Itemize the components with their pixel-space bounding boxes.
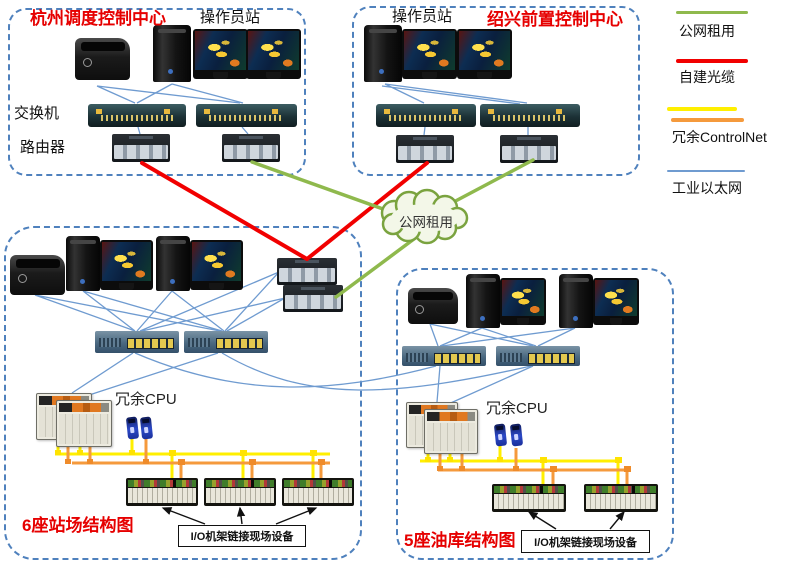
shaoxing-control-center-box (352, 6, 640, 176)
network-switch (496, 346, 580, 366)
workstation-tower (559, 274, 593, 328)
monitor-screen (502, 280, 544, 316)
workstation-tower (153, 25, 191, 82)
shaoxing-title: 绍兴前置控制中心 (487, 10, 623, 29)
printer (10, 255, 65, 295)
monitor (457, 29, 512, 79)
network-switch (184, 331, 268, 353)
network-switch (88, 104, 186, 127)
network-switch (376, 104, 476, 127)
workstation-tower (66, 236, 100, 291)
monitor-screen (595, 280, 637, 316)
cloud-label: 公网租用 (399, 215, 453, 230)
monitor (402, 29, 457, 79)
legend-ethernet-line (667, 170, 745, 172)
router (500, 135, 558, 163)
monitor-stand (265, 72, 282, 79)
hangzhou-title: 杭州调度控制中心 (30, 9, 166, 28)
cpu-rack (424, 409, 478, 454)
legend-controlnet-label: 冗余ControlNet (672, 129, 767, 145)
shaoxing-operator-station-label: 操作员站 (392, 8, 453, 25)
workstation-tower (466, 274, 500, 328)
legend-public-network-label: 公网租用 (679, 23, 735, 39)
legend-controlnet-orange-line (671, 118, 744, 122)
depots-io-note: I/O机架链接现场设备 (534, 536, 637, 549)
monitor (593, 278, 639, 325)
router-label: 路由器 (20, 139, 66, 156)
workstation-tower (364, 25, 402, 82)
printer (408, 288, 458, 324)
switch-label: 交换机 (14, 105, 60, 122)
monitor (500, 278, 546, 325)
router (396, 135, 454, 163)
network-switch (402, 346, 486, 366)
network-switch (196, 104, 297, 127)
depots-redundant-cpu-label: 冗余CPU (486, 400, 548, 417)
legend-fiber-line (676, 59, 748, 63)
io-note-arrows (161, 506, 625, 530)
router (222, 134, 280, 162)
router (283, 285, 343, 312)
stations-caption: 6座站场结构图 (22, 516, 134, 535)
self-built-fiber-lines (140, 161, 429, 261)
monitor-screen (192, 242, 241, 281)
hangzhou-operator-station-label: 操作员站 (200, 9, 261, 26)
monitor (190, 240, 243, 290)
stations-redundant-cpu-label: 冗余CPU (115, 391, 177, 408)
monitor (193, 29, 248, 79)
monitor (100, 240, 153, 290)
public-network-cloud (380, 188, 469, 245)
hangzhou-control-center-box (8, 8, 306, 176)
monitor-stand (476, 72, 493, 79)
io-rack (282, 478, 354, 506)
network-switch (95, 331, 179, 353)
monitor-screen (195, 31, 246, 70)
legend-ethernet-label: 工业以太网 (672, 180, 742, 196)
monitor-screen (404, 31, 455, 70)
monitor-screen (102, 242, 151, 281)
router (112, 134, 170, 162)
workstation-tower (156, 236, 190, 291)
monitor-screen (248, 31, 299, 70)
monitor-stand (209, 283, 224, 290)
network-switch (480, 104, 580, 127)
monitor-stand (516, 318, 530, 325)
depots-caption: 5座油库结构图 (404, 531, 516, 550)
monitor-stand (119, 283, 134, 290)
legend-fiber-label: 自建光缆 (679, 69, 735, 85)
depots-io-note-box: I/O机架链接现场设备 (521, 530, 650, 553)
legend-controlnet-yellow-line (667, 107, 737, 111)
io-rack (492, 484, 566, 512)
router (277, 258, 337, 285)
io-rack (126, 478, 198, 506)
stations-io-note: I/O机架链接现场设备 (190, 531, 294, 543)
cpu-rack (56, 400, 112, 447)
monitor-stand (421, 72, 438, 79)
printer (75, 38, 130, 80)
stations-structure-box (4, 226, 362, 560)
oil-depots-structure-box (396, 268, 674, 560)
monitor-screen (459, 31, 510, 70)
io-rack (584, 484, 658, 512)
monitor (246, 29, 301, 79)
io-rack (204, 478, 276, 506)
stations-io-note-box: I/O机架链接现场设备 (178, 525, 306, 547)
monitor-stand (212, 72, 229, 79)
legend-public-network-line (676, 11, 748, 14)
monitor-stand (609, 318, 623, 325)
